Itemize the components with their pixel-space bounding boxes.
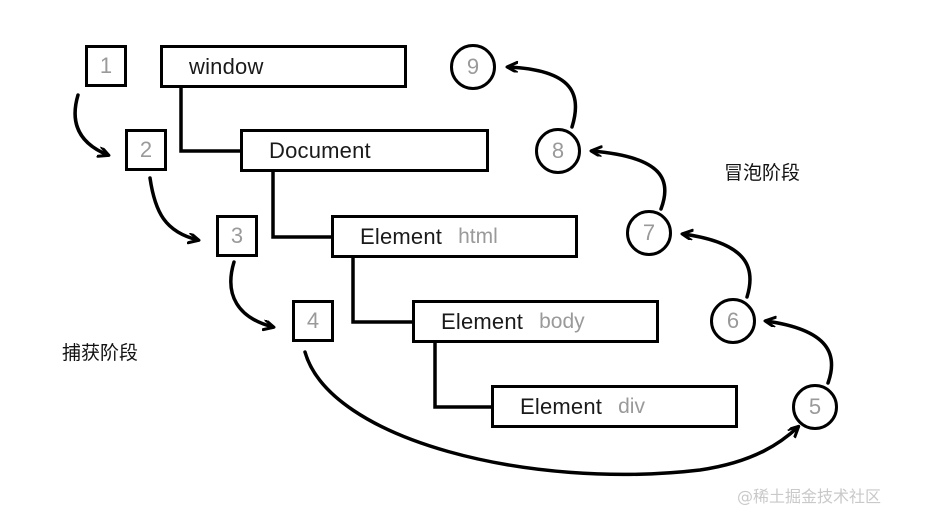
capture-arrow-2-to-3 — [148, 176, 198, 240]
bubble-step-8[interactable]: 8 — [535, 128, 581, 174]
node-box-window[interactable]: window — [160, 45, 407, 88]
watermark-text: @稀土掘金技术社区 — [737, 487, 882, 506]
bubble-step-9-number: 9 — [466, 54, 480, 79]
node-tag-html: html — [458, 224, 498, 248]
capture-step-1-number: 1 — [99, 53, 113, 78]
bubble-step-6[interactable]: 6 — [710, 298, 756, 344]
bubble-arrow-6-to-7 — [683, 234, 752, 299]
capture-step-2[interactable]: 2 — [125, 129, 167, 171]
node-tag-body: body — [539, 309, 585, 333]
capture-step-3[interactable]: 3 — [216, 215, 258, 257]
capture-step-4[interactable]: 4 — [292, 300, 334, 342]
capture-step-3-number: 3 — [230, 223, 244, 248]
tree-connector-document-html — [271, 170, 333, 239]
capture-step-1[interactable]: 1 — [85, 45, 127, 87]
bubble-step-8-number: 8 — [551, 138, 565, 163]
bubble-phase-label: 冒泡阶段 — [724, 162, 801, 184]
tree-connector-html-body — [351, 256, 414, 324]
bubble-arrow-7-to-8 — [592, 151, 667, 211]
capture-step-4-number: 4 — [306, 308, 320, 333]
node-label-element-div: Element — [520, 393, 603, 419]
capture-phase-label: 捕获阶段 — [62, 342, 139, 364]
tree-connector-body-div — [433, 341, 493, 409]
node-label-window: window — [189, 53, 264, 79]
tree-connector-window-document — [179, 86, 242, 153]
node-box-element-div[interactable]: Element div — [491, 385, 738, 428]
capture-arrow-4-to-5 — [303, 350, 798, 477]
node-label-document: Document — [269, 137, 371, 163]
node-box-element-body[interactable]: Element body — [412, 300, 659, 343]
bubble-step-9[interactable]: 9 — [450, 44, 496, 90]
node-label-element-body: Element — [441, 308, 524, 334]
bubble-arrow-5-to-6 — [766, 321, 834, 385]
capture-arrow-1-to-2 — [73, 93, 108, 155]
bubble-step-5-number: 5 — [808, 394, 822, 419]
bubble-arrow-8-to-9 — [508, 67, 578, 129]
node-box-document[interactable]: Document — [240, 129, 489, 172]
node-tag-div: div — [618, 394, 645, 418]
node-label-element-html: Element — [360, 223, 443, 249]
bubble-step-6-number: 6 — [726, 308, 740, 333]
bubble-step-7-number: 7 — [642, 220, 656, 245]
node-box-element-html[interactable]: Element html — [331, 215, 578, 258]
bubble-step-5[interactable]: 5 — [792, 384, 838, 430]
capture-arrow-3-to-4 — [229, 260, 273, 327]
capture-step-2-number: 2 — [139, 137, 153, 162]
bubble-step-7[interactable]: 7 — [626, 210, 672, 256]
